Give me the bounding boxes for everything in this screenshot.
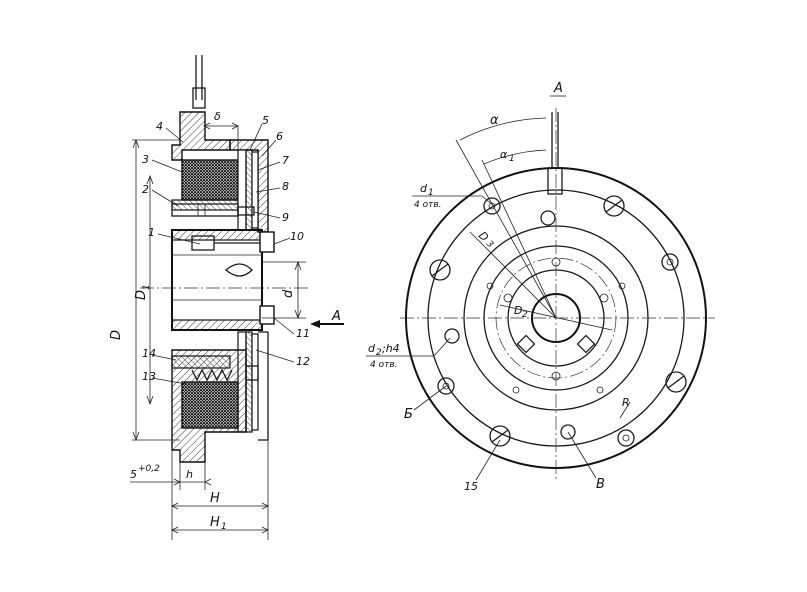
- section-callouts: 4 3 2 1 5 6 7 8 9 10 11 12 14 1: [142, 114, 310, 385]
- callout-4: 4: [156, 120, 163, 133]
- callout-2: 2: [142, 183, 149, 196]
- callout-9: 9: [282, 211, 289, 224]
- coil-lower: [181, 381, 239, 429]
- dim-d1-holes: 4 отв.: [414, 200, 442, 210]
- callout-7: 7: [282, 154, 289, 167]
- hub-bore: [171, 229, 275, 331]
- dim-D1: D: [134, 290, 149, 300]
- set-screw-11: [259, 305, 275, 325]
- dim-D1-subscript: 1: [142, 284, 152, 290]
- dim-delta: δ: [214, 110, 221, 123]
- inner-screws: [486, 257, 626, 394]
- front-dimensions: α α 1 d 1 4 отв. D 3 D 2 d 2 ;h4 4 отв. …: [366, 113, 631, 493]
- dim-D2: D: [514, 304, 522, 317]
- cable-entry: [547, 112, 563, 195]
- dim-d2-subscript: 2: [376, 348, 382, 358]
- section-view: 4 3 2 1 5 6 7 8 9 10 11 12 14 1: [109, 55, 344, 540]
- dim-D3-subscript: 3: [484, 239, 495, 250]
- callout-13: 13: [142, 370, 156, 383]
- view-title-A: A: [553, 81, 563, 96]
- callout-10: 10: [290, 230, 304, 243]
- label-B: Б: [404, 407, 413, 422]
- dim-d1-subscript: 1: [428, 188, 434, 198]
- callout-11: 11: [296, 327, 310, 340]
- key-slot: [225, 263, 253, 277]
- dim-D: D: [109, 330, 124, 340]
- dim-R: R: [622, 396, 630, 409]
- view-arrow-A: A: [331, 309, 341, 324]
- dim-d2: d: [368, 342, 376, 355]
- callout-3: 3: [142, 153, 149, 166]
- coil-upper: [181, 159, 239, 201]
- dim-gap-tolerance: +0,2: [138, 464, 160, 474]
- dim-gap: 5: [130, 468, 137, 481]
- callout-1: 1: [148, 226, 155, 239]
- callout-15: 15: [464, 480, 478, 493]
- lead-wires: [192, 55, 206, 109]
- mounting-screws: [429, 195, 687, 447]
- dim-d2-holes: 4 отв.: [370, 360, 398, 370]
- dim-d1: d: [420, 182, 428, 195]
- callout-5: 5: [262, 114, 269, 127]
- label-V: В: [596, 477, 605, 492]
- dim-H1: H: [210, 515, 220, 530]
- dim-alpha1: α: [500, 148, 508, 161]
- screw-upper: [171, 203, 255, 217]
- callout-6: 6: [276, 130, 283, 143]
- dim-D2-subscript: 2: [522, 310, 528, 320]
- dim-H: H: [210, 491, 220, 506]
- dim-alpha: α: [490, 113, 499, 128]
- front-view: A: [366, 81, 715, 493]
- callout-12: 12: [296, 355, 310, 368]
- spring: [191, 368, 233, 382]
- dim-h: h: [186, 468, 193, 481]
- callout-8: 8: [282, 180, 289, 193]
- magnet-housing-lower: [171, 331, 269, 463]
- callout-14: 14: [142, 347, 156, 360]
- dim-d: d: [281, 289, 296, 298]
- dim-alpha1-subscript: 1: [509, 154, 515, 164]
- section-dimensions: δ D D 1 d A: [109, 110, 344, 540]
- set-screw-10: [259, 231, 275, 253]
- dim-d2-fit: ;h4: [382, 342, 400, 355]
- dim-H1-subscript: 1: [221, 522, 227, 532]
